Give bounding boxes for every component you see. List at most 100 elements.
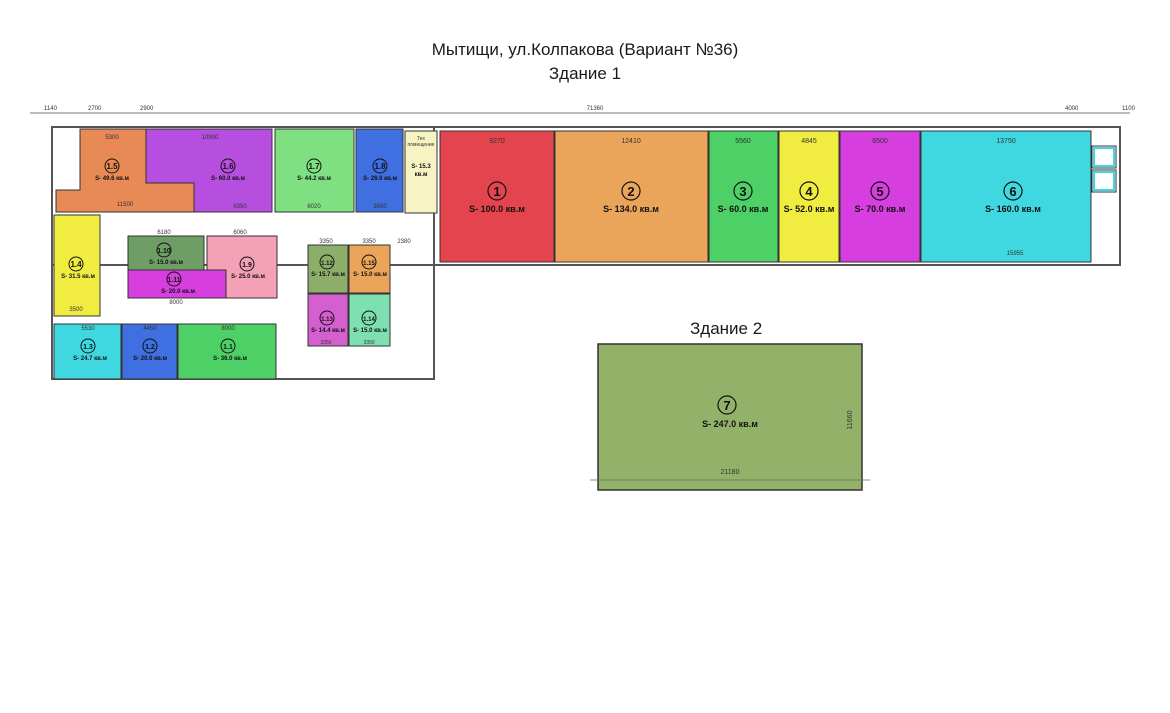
svg-text:3350: 3350 <box>363 340 374 346</box>
unit-7[interactable]: 7 S- 247.0 кв.м 21180 <box>597 343 863 491</box>
unit-1-14[interactable]: 1.14 S- 15.0 кв.м 3350 <box>348 293 391 347</box>
svg-text:S- 20.0 кв.м: S- 20.0 кв.м <box>161 289 195 295</box>
svg-text:12410: 12410 <box>621 138 641 145</box>
unit-5-number: 5 <box>876 184 883 199</box>
dim-4000: 4000 <box>1065 106 1079 112</box>
svg-text:S- 24.7 кв.м: S- 24.7 кв.м <box>73 356 107 362</box>
svg-text:S- 60.0 кв.м: S- 60.0 кв.м <box>211 176 245 182</box>
unit-6-area: S- 160.0 кв.м <box>985 204 1041 214</box>
unit-1-15[interactable]: 1.15 S- 15.0 кв.м 3350 2380 <box>348 239 411 294</box>
dim-1140: 1140 <box>44 106 58 112</box>
unit-1-6[interactable]: 1.6 S- 60.0 кв.м 10900 6350 <box>145 128 273 213</box>
svg-text:1.11: 1.11 <box>167 277 180 284</box>
unit-1-1[interactable]: 1.1 S- 36.0 кв.м 8000 <box>177 323 277 380</box>
svg-text:3500: 3500 <box>69 307 83 313</box>
svg-text:1.2: 1.2 <box>145 344 155 351</box>
dim-2700: 2700 <box>88 106 102 112</box>
unit-4-area: S- 52.0 кв.м <box>784 204 835 214</box>
unit-1-13[interactable]: 1.13 S- 14.4 кв.м 3350 <box>307 293 349 347</box>
dim-2900: 2900 <box>140 106 154 112</box>
svg-text:21180: 21180 <box>721 469 740 476</box>
svg-text:S- 15.3: S- 15.3 <box>411 164 431 170</box>
unit-6[interactable]: 6 S- 160.0 кв.м 13750 15955 <box>920 130 1092 263</box>
overall-dim: 71360 <box>587 106 604 112</box>
svg-text:1.10: 1.10 <box>157 248 171 255</box>
svg-text:3650: 3650 <box>373 204 387 210</box>
svg-text:1.8: 1.8 <box>374 162 386 171</box>
svg-text:8000: 8000 <box>169 300 183 306</box>
svg-text:помещение: помещение <box>408 142 435 148</box>
unit-3[interactable]: 3 S- 60.0 кв.м 5560 <box>708 130 779 263</box>
svg-text:S- 44.2 кв.м: S- 44.2 кв.м <box>297 176 331 182</box>
svg-text:2380: 2380 <box>397 239 411 245</box>
unit-1-7[interactable]: 1.7 S- 44.2 кв.м 6020 <box>274 128 355 213</box>
svg-text:S- 15.0 кв.м: S- 15.0 кв.м <box>353 328 387 334</box>
unit-2-number: 2 <box>627 184 634 199</box>
unit-2-area: S- 134.0 кв.м <box>603 204 659 214</box>
svg-text:6020: 6020 <box>307 204 321 210</box>
svg-text:Тех: Тех <box>417 136 425 142</box>
building2-label: Здание 2 <box>690 319 763 338</box>
unit-3-number: 3 <box>739 184 746 199</box>
unit-1-8[interactable]: 1.8 S- 26.0 кв.м 3650 <box>355 128 404 213</box>
unit-1-2[interactable]: 1.2 S- 20.0 кв.м 4450 <box>121 323 178 380</box>
plan-title: Мытищи, ул.Колпакова (Вариант №36) <box>431 40 739 59</box>
svg-text:S- 14.4 кв.м: S- 14.4 кв.м <box>311 328 345 334</box>
unit-1-12[interactable]: 1.12 S- 15.7 кв.м 3350 <box>307 239 349 294</box>
unit-1-11[interactable]: 1.11 S- 20.0 кв.м 8000 <box>127 269 227 306</box>
unit-2[interactable]: 2 S- 134.0 кв.м 12410 <box>554 130 709 263</box>
svg-text:5530: 5530 <box>81 326 95 332</box>
svg-text:5560: 5560 <box>735 138 751 145</box>
unit-7-height: 11660 <box>847 410 854 429</box>
svg-text:6180: 6180 <box>157 230 171 236</box>
unit-1-10[interactable]: 1.10 S- 15.0 кв.м 6180 <box>127 230 205 271</box>
unit-5-area: S- 70.0 кв.м <box>855 204 906 214</box>
svg-text:1.4: 1.4 <box>70 260 82 269</box>
stair-cell <box>1091 145 1117 169</box>
unit-3-area: S- 60.0 кв.м <box>718 204 769 214</box>
stair-cell <box>1091 169 1117 193</box>
unit-1-area: S- 100.0 кв.м <box>469 204 525 214</box>
svg-text:6500: 6500 <box>872 138 888 145</box>
svg-text:3350: 3350 <box>362 239 376 245</box>
svg-text:1.14: 1.14 <box>363 317 375 323</box>
svg-text:8000: 8000 <box>221 326 235 332</box>
svg-text:11500: 11500 <box>117 202 134 208</box>
svg-text:1.6: 1.6 <box>222 162 234 171</box>
svg-text:S- 25.0 кв.м: S- 25.0 кв.м <box>231 274 265 280</box>
svg-text:6350: 6350 <box>233 204 247 210</box>
svg-text:1.3: 1.3 <box>83 344 93 351</box>
unit-6-number: 6 <box>1009 184 1016 199</box>
unit-1[interactable]: 1 S- 100.0 кв.м 9270 <box>439 130 555 263</box>
svg-text:10900: 10900 <box>202 135 219 141</box>
unit-1-3[interactable]: 1.3 S- 24.7 кв.м 5530 <box>53 323 122 380</box>
svg-text:3350: 3350 <box>319 239 333 245</box>
unit-1-4[interactable]: 1.4 S- 31.5 кв.м 3500 <box>53 214 101 317</box>
svg-text:1.5: 1.5 <box>106 162 118 171</box>
unit-7-number: 7 <box>723 398 730 413</box>
svg-text:S- 15.0 кв.м: S- 15.0 кв.м <box>353 272 387 278</box>
unit-1-number: 1 <box>493 184 500 199</box>
svg-text:3350: 3350 <box>320 340 331 346</box>
svg-text:S- 20.0 кв.м: S- 20.0 кв.м <box>133 356 167 362</box>
dim-1100: 1100 <box>1122 106 1136 112</box>
unit-5[interactable]: 5 S- 70.0 кв.м 6500 <box>839 130 921 263</box>
building1-label: Здание 1 <box>548 64 622 83</box>
unit-4[interactable]: 4 S- 52.0 кв.м 4845 <box>778 130 840 263</box>
svg-text:кв.м: кв.м <box>415 172 428 178</box>
svg-text:S- 15.0 кв.м: S- 15.0 кв.м <box>149 260 183 266</box>
svg-text:S- 49.6 кв.м: S- 49.6 кв.м <box>95 176 129 182</box>
svg-text:S- 36.0 кв.м: S- 36.0 кв.м <box>213 356 247 362</box>
svg-text:4450: 4450 <box>143 326 157 332</box>
svg-text:9270: 9270 <box>489 138 505 145</box>
svg-text:15955: 15955 <box>1007 251 1024 257</box>
unit-1-9[interactable]: 1.9 S- 25.0 кв.м 6060 <box>206 230 278 299</box>
svg-text:13750: 13750 <box>996 138 1016 145</box>
tech-room[interactable]: Тех помещение S- 15.3 кв.м <box>404 130 438 214</box>
svg-text:1.7: 1.7 <box>308 162 320 171</box>
svg-text:4845: 4845 <box>801 138 817 145</box>
svg-text:1.13: 1.13 <box>321 317 333 323</box>
svg-text:6060: 6060 <box>233 230 247 236</box>
svg-text:S- 26.0 кв.м: S- 26.0 кв.м <box>363 176 397 182</box>
